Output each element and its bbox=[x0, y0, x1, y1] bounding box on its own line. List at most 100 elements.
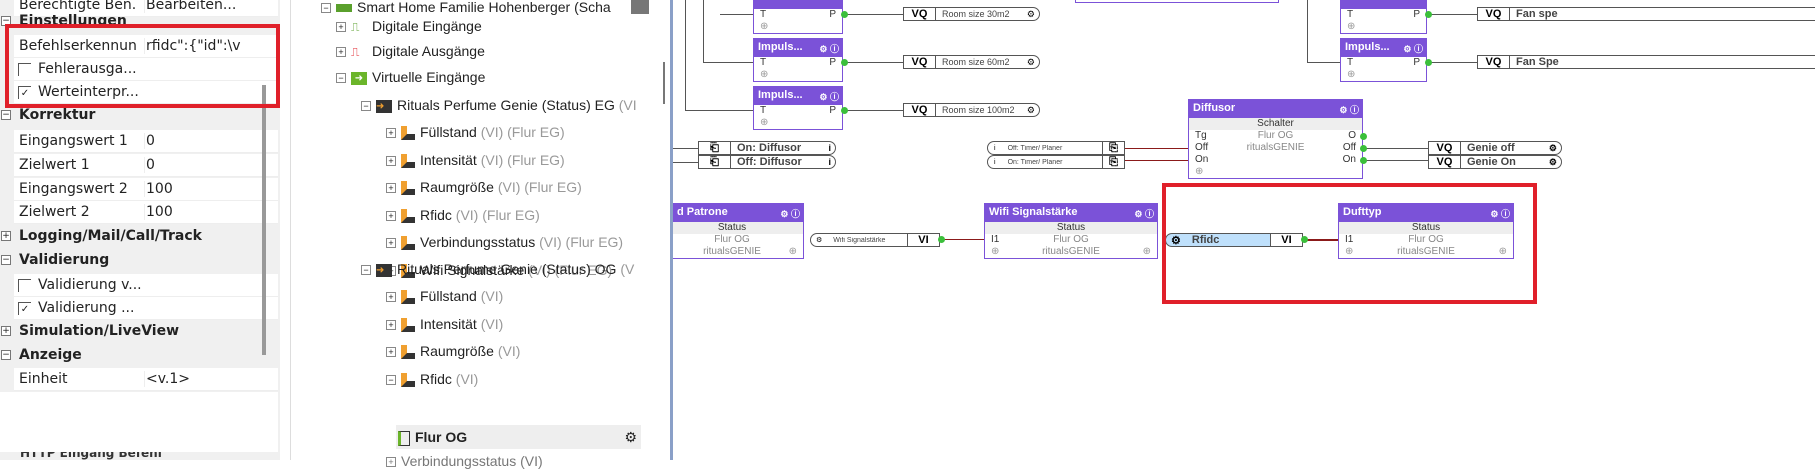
property-value[interactable]: 100 bbox=[144, 181, 173, 197]
tree-item-root[interactable]: −Smart Home Familie Hohenberger (Scha bbox=[321, 0, 611, 18]
tree-item-vi[interactable]: +Raumgröße (VI) bbox=[386, 342, 520, 362]
checkbox-checked[interactable]: ✓ bbox=[18, 86, 31, 99]
settings-info-icon[interactable]: ⚙ ⓘ bbox=[1403, 44, 1423, 54]
checkbox-checked[interactable]: ✓ bbox=[18, 302, 31, 315]
property-row[interactable]: Validierung v... bbox=[14, 274, 278, 297]
property-row[interactable]: Berechtigte Ben...Bearbeiten... bbox=[14, 0, 278, 17]
gear-icon[interactable]: ⚙ bbox=[1171, 234, 1181, 247]
gear-icon[interactable]: ⚙ bbox=[1548, 156, 1557, 167]
tree-item-digitale-eingaenge[interactable]: +⎍Digitale Eingänge bbox=[336, 17, 482, 37]
tree-item-vi[interactable]: +Intensität (VI) (Flur EG) bbox=[386, 151, 565, 171]
expand-icon[interactable]: + bbox=[1, 231, 11, 241]
tree-item-vi[interactable]: +Intensität (VI) bbox=[386, 315, 503, 335]
expand-icon[interactable]: + bbox=[386, 183, 396, 194]
settings-info-icon[interactable]: ⚙ ⓘ bbox=[1339, 105, 1359, 115]
category-logging[interactable]: +Logging/Mail/Call/Track bbox=[0, 226, 278, 249]
expand-icon[interactable]: + bbox=[386, 457, 396, 468]
property-value[interactable]: <v.1> bbox=[144, 371, 191, 387]
add-input-icon[interactable]: ⊕ bbox=[760, 69, 769, 80]
add-input-icon[interactable]: ⊕ bbox=[760, 21, 769, 32]
tree-item-vi[interactable]: −Rfidc (VI) bbox=[386, 370, 478, 390]
tree-item-partial[interactable]: +Verbindungsstatus (VI) bbox=[386, 452, 543, 472]
collapse-icon[interactable]: − bbox=[361, 101, 371, 112]
scrollbar[interactable] bbox=[262, 85, 266, 355]
gear-icon[interactable]: ⚙ bbox=[1548, 142, 1557, 153]
collapse-icon[interactable]: − bbox=[1, 350, 11, 360]
block-partial[interactable] bbox=[1075, 0, 1279, 3]
gear-icon[interactable]: ⚙ bbox=[816, 237, 823, 244]
expand-icon[interactable]: + bbox=[336, 22, 346, 33]
collapse-icon[interactable]: − bbox=[321, 3, 331, 14]
settings-info-icon[interactable]: ⚙ ⓘ bbox=[819, 44, 839, 54]
info-icon[interactable]: i bbox=[994, 158, 996, 166]
tree-item-flur-og-selected[interactable]: Flur OG⚙ bbox=[396, 425, 641, 449]
property-row-werteinterpretation[interactable]: ✓Werteinterpr... bbox=[14, 81, 278, 104]
expand-icon[interactable]: + bbox=[336, 47, 346, 58]
settings-info-icon[interactable]: ⚙ ⓘ bbox=[780, 209, 800, 219]
tree-item-virtuelle-eingaenge[interactable]: −➜Virtuelle Eingänge bbox=[336, 68, 485, 88]
tree-item-vi[interactable]: +Verbindungsstatus (VI) (Flur EG) bbox=[386, 233, 623, 253]
add-input-icon[interactable]: ⊕ bbox=[760, 117, 769, 128]
expand-icon[interactable]: + bbox=[386, 210, 396, 221]
expand-icon[interactable]: + bbox=[386, 238, 396, 249]
collapse-icon[interactable]: − bbox=[386, 374, 396, 385]
property-value[interactable]: 100 bbox=[144, 204, 173, 220]
tree-item-vi[interactable]: +Rfidc (VI) (Flur EG) bbox=[386, 206, 540, 226]
category-validierung[interactable]: −Validierung bbox=[0, 250, 278, 273]
category-anzeige[interactable]: −Anzeige bbox=[0, 345, 278, 368]
tree-item-digitale-ausgaenge[interactable]: +⎍Digitale Ausgänge bbox=[336, 42, 485, 62]
gear-icon[interactable]: ⚙ bbox=[1026, 104, 1035, 115]
collapse-icon[interactable]: − bbox=[336, 73, 346, 84]
expand-icon[interactable]: + bbox=[386, 319, 396, 330]
add-input-icon[interactable]: ⊕ bbox=[1347, 69, 1356, 80]
checkbox[interactable] bbox=[18, 63, 31, 76]
expand-icon[interactable]: + bbox=[386, 292, 396, 303]
expand-icon[interactable]: + bbox=[386, 128, 396, 139]
property-value[interactable]: 0 bbox=[144, 157, 155, 173]
expand-icon[interactable]: + bbox=[386, 347, 396, 358]
add-input-icon[interactable]: ⊕ bbox=[1347, 21, 1356, 32]
collapse-icon[interactable]: − bbox=[1, 255, 11, 265]
gear-icon[interactable]: ⚙ bbox=[624, 429, 637, 445]
category-simulation[interactable]: +Simulation/LiveView bbox=[0, 321, 278, 344]
tree-item-genie-og[interactable]: −➜Rituals Perfume Genie (Status) OG (V bbox=[361, 260, 634, 280]
tree-item-vi[interactable]: +Füllstand (VI) bbox=[386, 287, 503, 307]
category-korrektur[interactable]: −Korrektur bbox=[0, 105, 278, 128]
property-row-fehlerausgabe[interactable]: Fehlerausga... bbox=[14, 58, 278, 81]
property-row[interactable]: Einheit<v.1> bbox=[14, 368, 278, 391]
property-row[interactable]: ✓Validierung ... bbox=[14, 297, 278, 320]
checkbox[interactable] bbox=[18, 279, 31, 292]
settings-info-icon[interactable]: ⚙ ⓘ bbox=[1490, 209, 1510, 219]
info-icon[interactable]: i bbox=[994, 144, 996, 152]
tree-item-vi[interactable]: +Füllstand (VI) (Flur EG) bbox=[386, 123, 565, 143]
scroll-button[interactable] bbox=[631, 0, 649, 14]
tree-item-genie-eg[interactable]: −➜Rituals Perfume Genie (Status) EG (VI bbox=[361, 96, 637, 116]
